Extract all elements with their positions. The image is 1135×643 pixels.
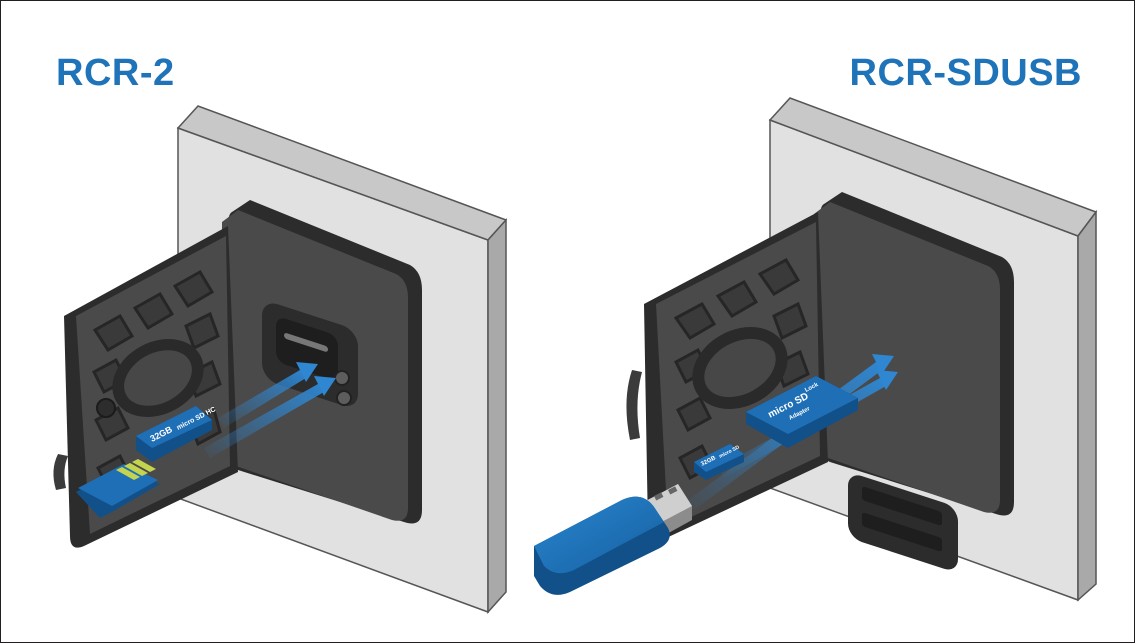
left-insertion-arrows (204, 362, 336, 458)
left-card-slot (262, 303, 358, 406)
title-rcr-sdusb: RCR-SDUSB (849, 52, 1082, 94)
rcr-sdusb-assembly: micro SD Adapter Lock 32GB micro SD (534, 97, 1098, 602)
usb-flash-drive (534, 484, 692, 595)
right-microsd-card: 32GB micro SD (694, 444, 744, 480)
right-card-slot (848, 475, 958, 570)
left-hinged-door (53, 226, 238, 548)
left-microsd-contacts (76, 459, 160, 518)
right-door-honeycomb (673, 258, 810, 481)
right-reader-housing (814, 192, 1014, 570)
right-hinged-door (626, 212, 828, 542)
title-rcr-2: RCR-2 (56, 52, 175, 94)
rcr-2-assembly: 32GB micro SD HC (53, 105, 508, 614)
left-door-honeycomb (92, 269, 222, 491)
